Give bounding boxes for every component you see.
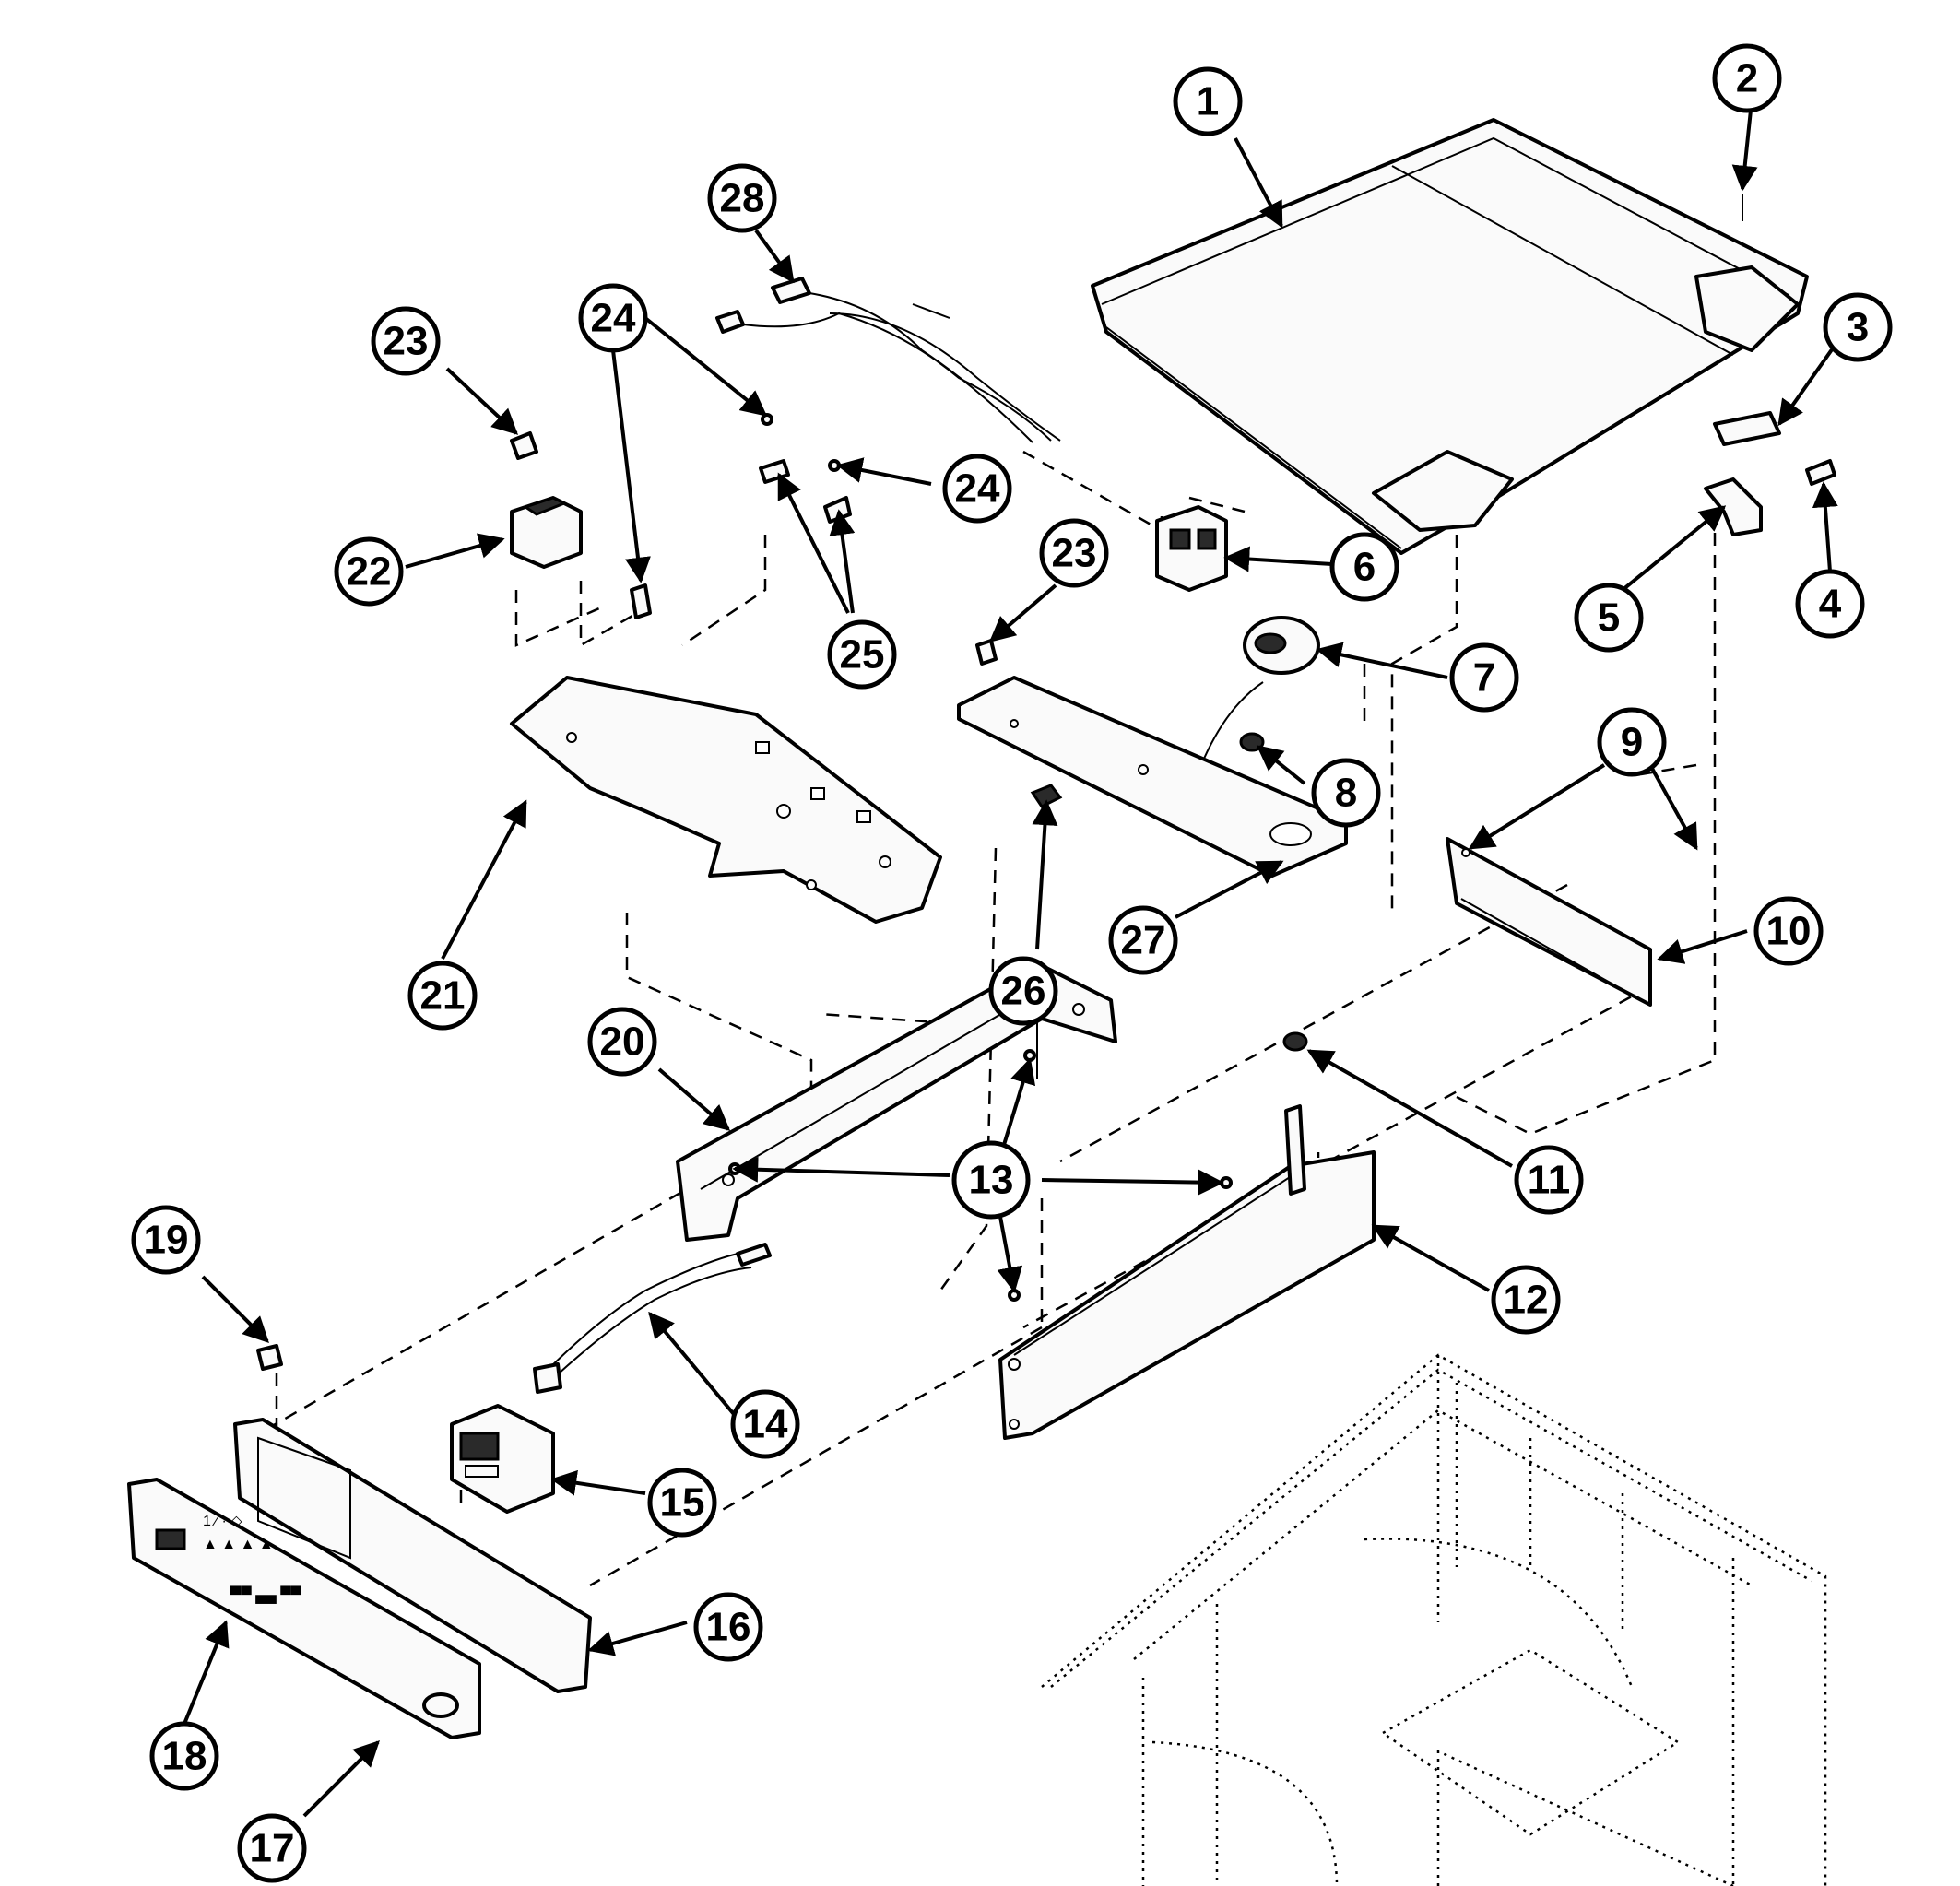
callout-14: 14 bbox=[730, 1389, 800, 1459]
top-lid bbox=[1091, 118, 1809, 555]
svg-text:10: 10 bbox=[1766, 909, 1812, 954]
callout-16: 16 bbox=[693, 1592, 763, 1662]
screw-24-left bbox=[630, 583, 652, 619]
callout-10: 10 bbox=[1753, 896, 1824, 966]
callout-7: 7 bbox=[1449, 642, 1519, 713]
svg-text:5: 5 bbox=[1598, 595, 1620, 641]
callout-25: 25 bbox=[827, 619, 897, 690]
svg-text:27: 27 bbox=[1121, 918, 1166, 963]
svg-text:6: 6 bbox=[1353, 545, 1376, 590]
svg-text:22: 22 bbox=[347, 549, 392, 595]
svg-text:18: 18 bbox=[162, 1734, 207, 1779]
side-panel bbox=[1446, 837, 1652, 1007]
screw-13-d bbox=[1008, 1289, 1021, 1302]
cabinet-outline bbox=[1041, 1353, 1827, 1886]
callout-23-left: 23 bbox=[371, 306, 441, 376]
svg-text:16: 16 bbox=[706, 1605, 751, 1650]
screw bbox=[1805, 459, 1836, 486]
screw-13-b bbox=[1023, 1049, 1036, 1062]
svg-text:19: 19 bbox=[144, 1218, 189, 1263]
svg-text:15: 15 bbox=[660, 1480, 705, 1526]
svg-text:9: 9 bbox=[1621, 720, 1643, 765]
console-backing bbox=[233, 1418, 592, 1693]
callout-28: 28 bbox=[707, 163, 777, 233]
control-bracket bbox=[957, 676, 1348, 878]
wire-harness bbox=[715, 277, 1061, 443]
callout-5: 5 bbox=[1574, 583, 1644, 653]
panel-text-3: ▀▀ ▄▄ ▀▀ bbox=[230, 1585, 302, 1604]
screw-13-c bbox=[1220, 1176, 1233, 1189]
panel-text-2: ▲ ▲ ▲ ▲ bbox=[203, 1537, 274, 1552]
callout-13: 13 bbox=[951, 1140, 1031, 1220]
callout-26: 26 bbox=[988, 956, 1058, 1026]
svg-text:17: 17 bbox=[250, 1826, 295, 1871]
svg-text:7: 7 bbox=[1473, 655, 1495, 701]
callout-17: 17 bbox=[237, 1813, 307, 1883]
callout-23-right: 23 bbox=[1039, 518, 1109, 588]
svg-text:13: 13 bbox=[969, 1158, 1014, 1203]
callout-20: 20 bbox=[587, 1007, 657, 1077]
screw-24-mid bbox=[761, 413, 773, 426]
svg-text:4: 4 bbox=[1819, 582, 1842, 627]
console-overlay: 1 ⁄ · ◇ ▲ ▲ ▲ ▲ ▀▀ ▄▄ ▀▀ bbox=[127, 1478, 481, 1739]
callout-6: 6 bbox=[1329, 532, 1399, 602]
svg-text:21: 21 bbox=[420, 973, 466, 1019]
callout-24-left: 24 bbox=[578, 283, 648, 353]
callout-15: 15 bbox=[647, 1468, 717, 1538]
control-module bbox=[450, 1404, 555, 1514]
callout-27: 27 bbox=[1108, 905, 1178, 975]
callout-3: 3 bbox=[1823, 292, 1893, 362]
svg-text:1: 1 bbox=[1197, 79, 1219, 124]
callout-2: 2 bbox=[1712, 43, 1782, 113]
grommet-11 bbox=[1282, 1031, 1308, 1052]
lid-hinge-bracket bbox=[1713, 411, 1781, 446]
svg-text:11: 11 bbox=[1528, 1158, 1571, 1203]
svg-text:3: 3 bbox=[1847, 305, 1869, 350]
callout-21: 21 bbox=[407, 961, 478, 1031]
svg-text:24: 24 bbox=[955, 466, 1000, 512]
callout-18: 18 bbox=[149, 1721, 219, 1791]
screw-19 bbox=[256, 1344, 283, 1371]
screw-24-right bbox=[828, 459, 841, 472]
svg-text:24: 24 bbox=[591, 296, 636, 341]
svg-text:28: 28 bbox=[720, 176, 765, 221]
control-plate bbox=[510, 676, 942, 924]
relay bbox=[1155, 505, 1228, 592]
svg-text:12: 12 bbox=[1504, 1278, 1549, 1323]
callout-8: 8 bbox=[1311, 758, 1381, 828]
svg-text:23: 23 bbox=[384, 319, 429, 364]
svg-text:14: 14 bbox=[743, 1402, 788, 1447]
clip-25-b bbox=[823, 496, 852, 524]
callout-4: 4 bbox=[1795, 569, 1865, 639]
transformer bbox=[510, 496, 583, 569]
callout-24-right: 24 bbox=[942, 454, 1012, 524]
svg-text:20: 20 bbox=[600, 1020, 645, 1065]
svg-text:25: 25 bbox=[840, 632, 885, 678]
panel-text-1: 1 ⁄ · ◇ bbox=[203, 1514, 242, 1529]
clip-25-a bbox=[759, 459, 790, 484]
svg-text:8: 8 bbox=[1335, 771, 1357, 816]
callout-11: 11 bbox=[1514, 1145, 1584, 1215]
svg-text:26: 26 bbox=[1001, 969, 1046, 1014]
svg-text:23: 23 bbox=[1052, 531, 1097, 576]
screw-23-left bbox=[510, 431, 538, 460]
callout-19: 19 bbox=[131, 1205, 201, 1275]
svg-text:2: 2 bbox=[1736, 56, 1758, 101]
callout-12: 12 bbox=[1491, 1265, 1561, 1335]
callout-1: 1 bbox=[1173, 66, 1243, 136]
sensor-harness bbox=[533, 1243, 772, 1394]
callout-22: 22 bbox=[334, 536, 404, 607]
mounting-bracket bbox=[1704, 477, 1763, 536]
leader-lines bbox=[183, 100, 1838, 1818]
screw-23-right bbox=[975, 639, 998, 666]
callout-9: 9 bbox=[1597, 707, 1667, 777]
